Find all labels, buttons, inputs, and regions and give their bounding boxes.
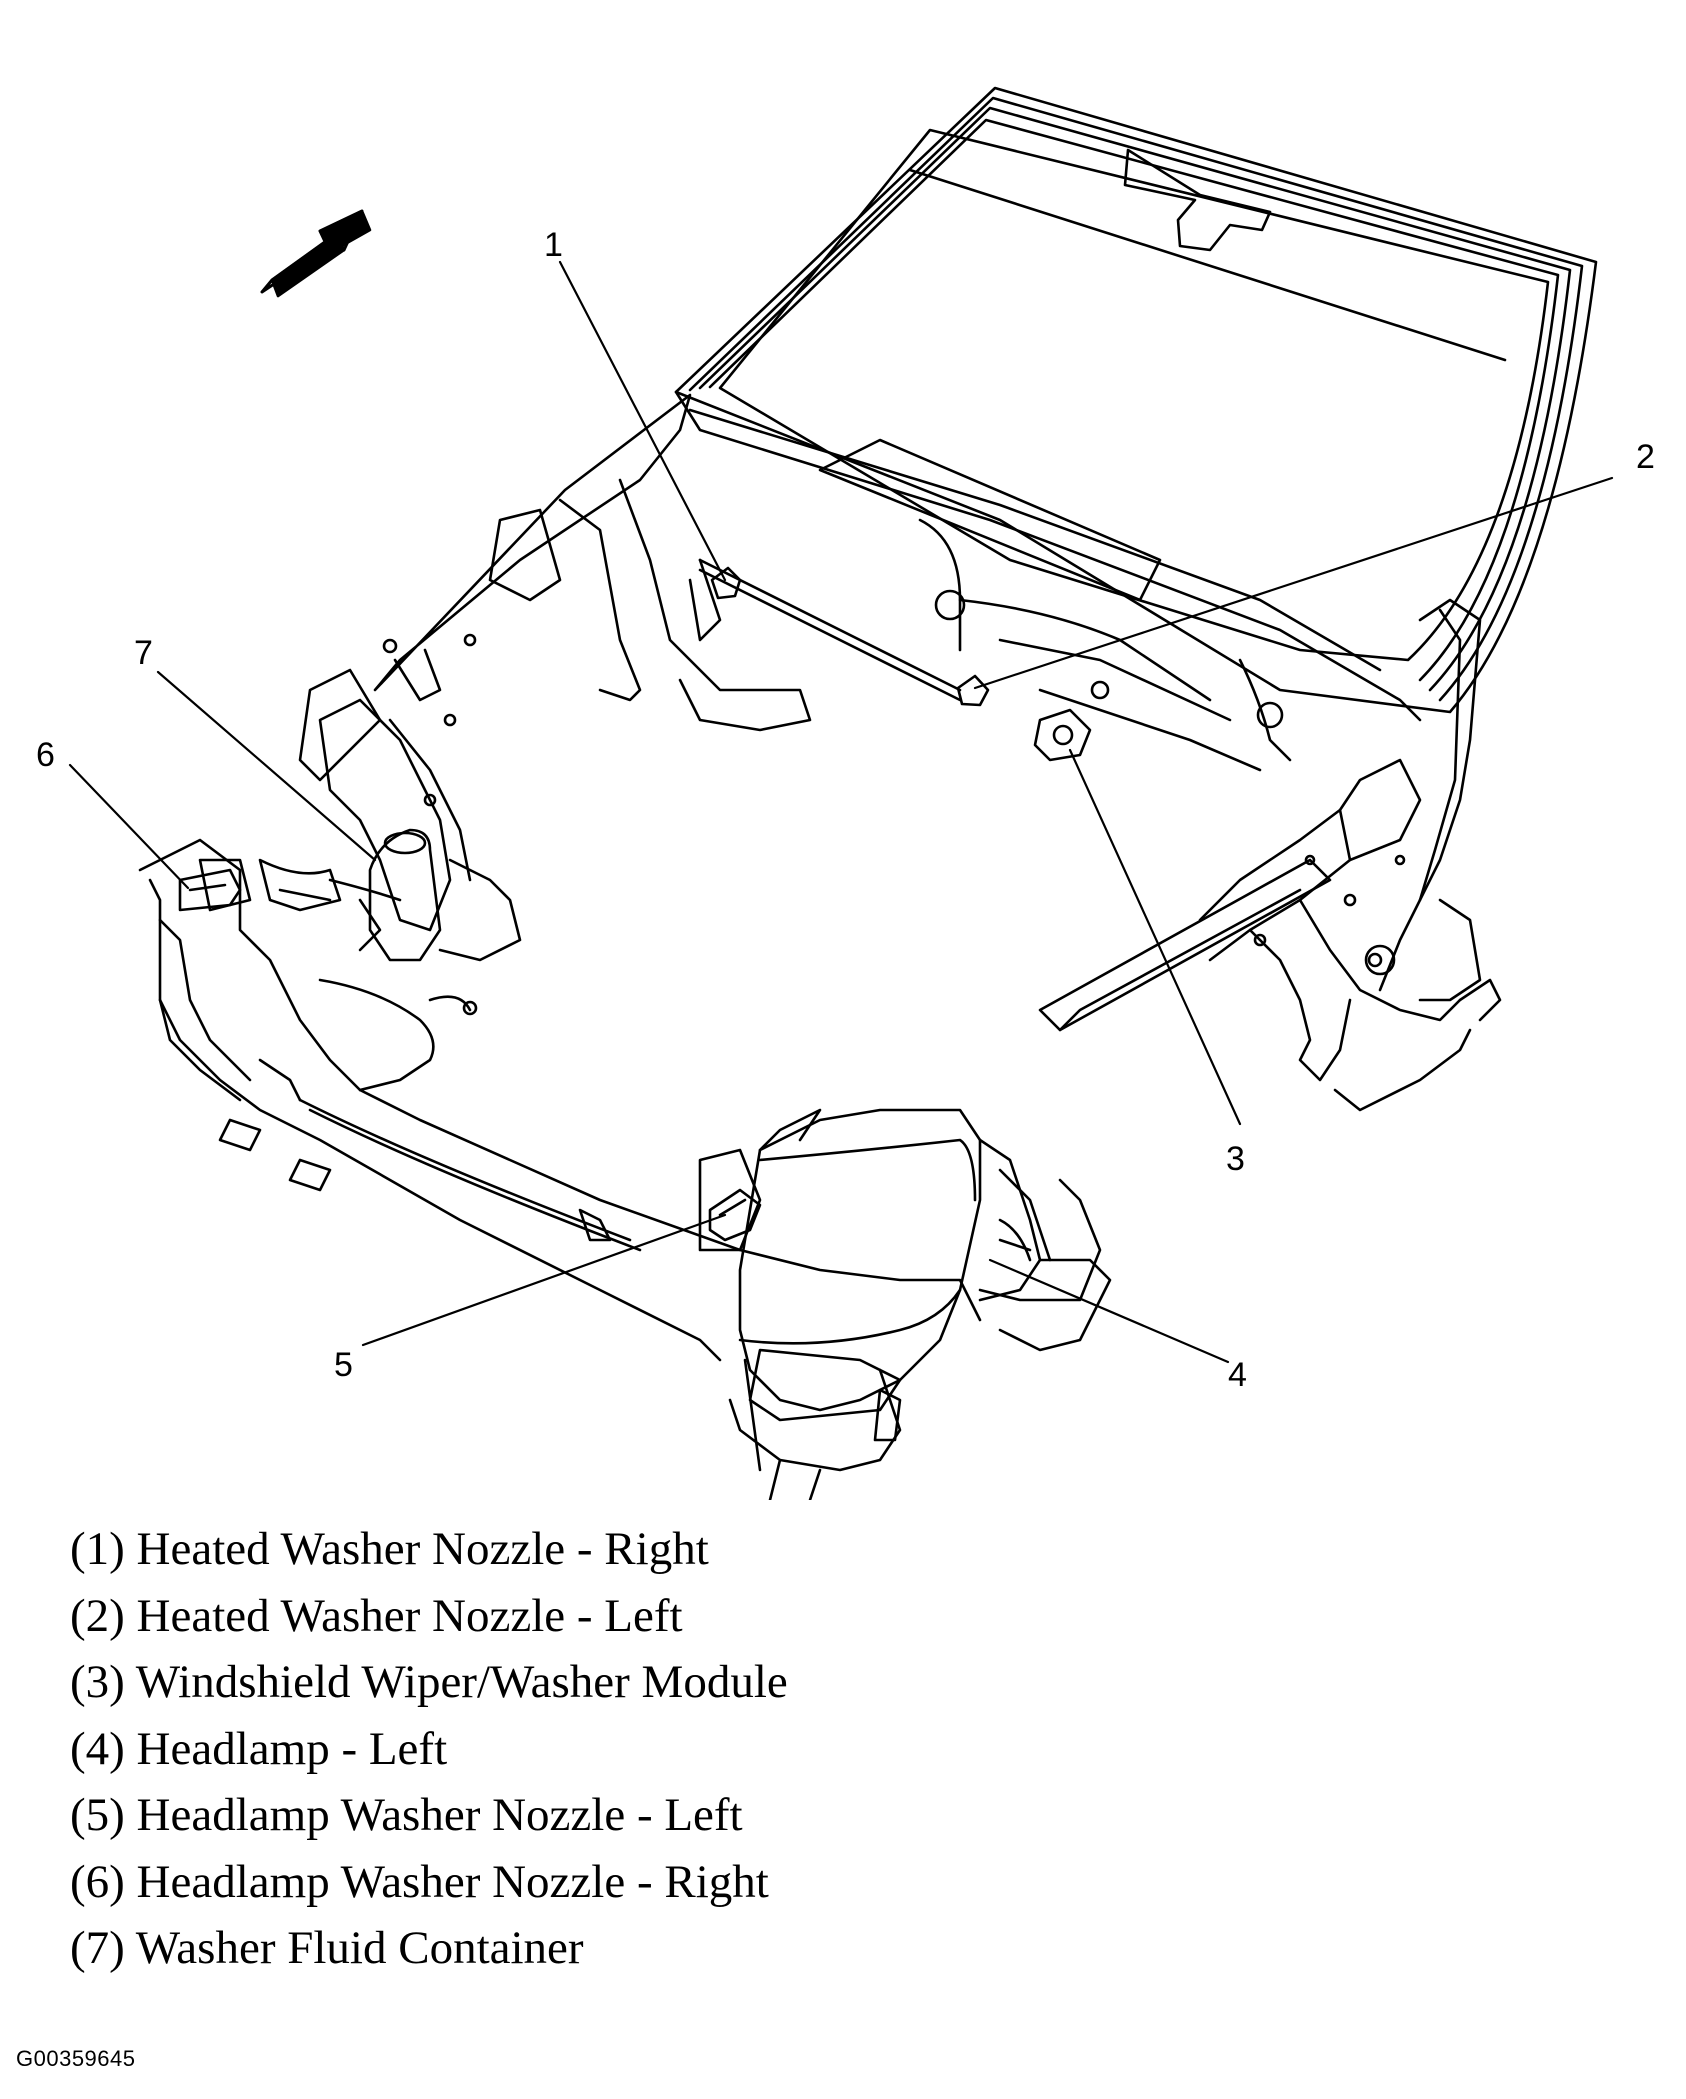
leader-line-4 [988, 1258, 1230, 1364]
mirror-mount [1123, 148, 1272, 252]
leader-line-2 [973, 476, 1614, 690]
right-side-apron [1038, 598, 1502, 1112]
figure-id: G00359645 [16, 2046, 136, 2071]
leader-line-6 [68, 763, 190, 890]
leader-lines [68, 260, 1614, 1364]
front-bumper-structure [138, 838, 982, 1362]
vehicle-front-structure-diagram: 1 2 3 4 5 6 7 [36, 86, 1655, 1500]
leader-line-1 [558, 260, 727, 582]
headlamp-left [698, 1108, 1112, 1500]
legend-item-2: (2) Heated Washer Nozzle - Left [70, 1589, 683, 1642]
legend-item-5: (5) Headlamp Washer Nozzle - Left [70, 1789, 743, 1841]
callout-5: 5 [334, 1346, 353, 1384]
washer-fluid-container [258, 828, 478, 1092]
legend-item-6: (6) Headlamp Washer Nozzle - Right [70, 1855, 769, 1908]
leader-line-7 [156, 670, 377, 862]
legend-item-3: (3) Windshield Wiper/Washer Module [70, 1656, 788, 1708]
leader-line-3 [1068, 748, 1242, 1126]
parts-legend: (1) Heated Washer Nozzle - Right (2) Hea… [70, 1516, 1270, 1982]
callout-2: 2 [1636, 438, 1655, 476]
legend-item-7: (7) Washer Fluid Container [70, 1922, 584, 1974]
callout-1: 1 [544, 226, 563, 264]
leader-line-5 [361, 1213, 727, 1347]
headlamp-washer-nozzle-left [708, 1188, 762, 1242]
callout-7: 7 [134, 634, 153, 672]
heated-washer-nozzle-right [710, 566, 742, 600]
left-side-apron [298, 393, 812, 962]
callout-4: 4 [1228, 1356, 1247, 1394]
callout-3: 3 [1226, 1140, 1245, 1178]
forward-direction-arrow-icon [260, 209, 372, 298]
callout-6: 6 [36, 736, 55, 774]
callout-numbers: 1 2 3 4 5 6 7 [36, 226, 1655, 1394]
heated-washer-nozzle-left [956, 674, 990, 707]
legend-item-4: (4) Headlamp - Left [70, 1722, 448, 1775]
wiper-washer-module [1033, 708, 1092, 762]
headlamp-washer-nozzle-right [178, 868, 242, 912]
cowl-and-wipers [674, 390, 1422, 772]
legend-item-1: (1) Heated Washer Nozzle - Right [70, 1523, 709, 1575]
